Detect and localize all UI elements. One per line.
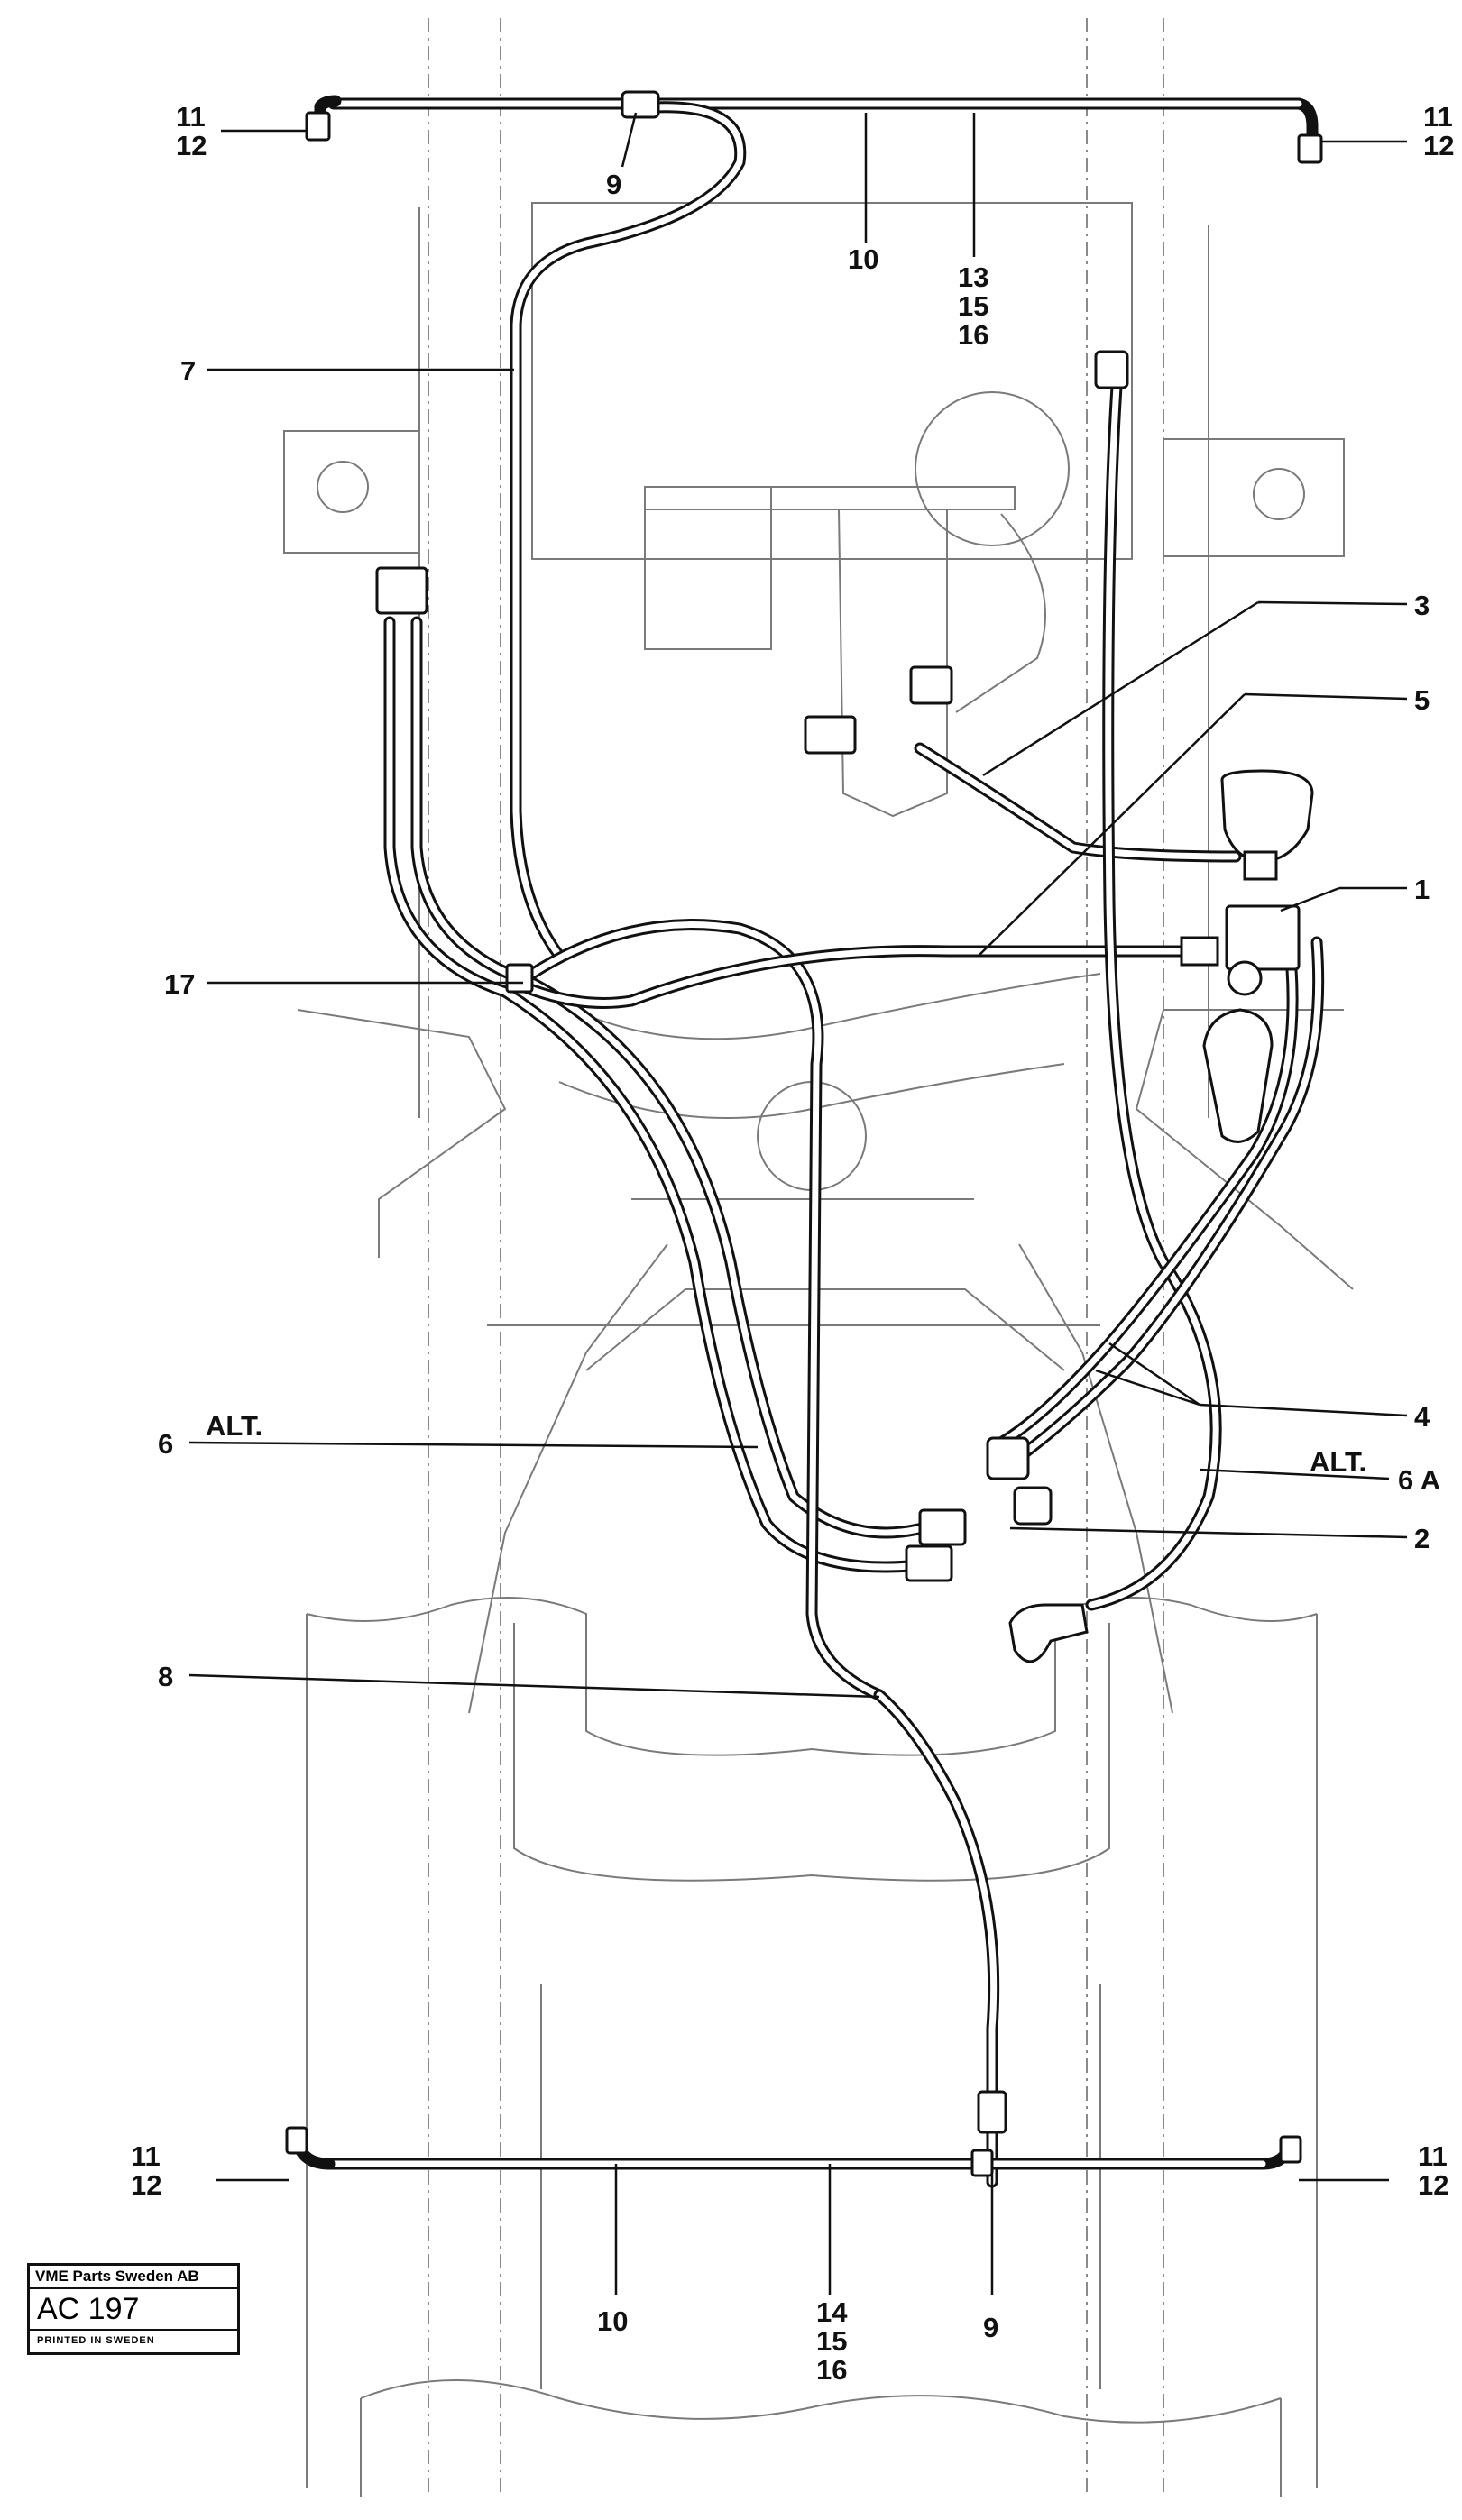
label-12-bottom-left: 12 [131,2169,161,2201]
label-14-bottom: 14 [816,2296,848,2328]
stamp-printed: PRINTED IN SWEDEN [37,2335,155,2346]
label-16-bottom: 16 [816,2354,847,2386]
label-6a: 6 A [1398,1464,1440,1496]
label-12-top-right: 12 [1423,130,1454,161]
label-4: 4 [1414,1401,1430,1433]
leader-lines [188,112,1408,2295]
label-1: 1 [1414,874,1430,905]
label-2: 2 [1414,1523,1430,1554]
label-13-top: 13 [958,261,988,293]
label-3: 3 [1414,590,1430,621]
label-5: 5 [1414,684,1430,716]
frame-outline [283,18,1354,2497]
label-11-top-right: 11 [1423,101,1453,133]
hoses [291,95,1325,2188]
label-15-top: 15 [958,290,988,322]
fittings [285,90,1323,2177]
stamp-code: AC 197 [30,2289,237,2331]
label-12-bottom-right: 12 [1418,2169,1448,2201]
label-11-top-left: 11 [176,101,206,133]
label-16-top: 16 [958,319,988,351]
callout-labels: 11 12 9 10 13 15 16 11 12 7 3 5 1 17 4 A… [131,101,1454,2386]
label-11-bottom-right: 11 [1418,2140,1448,2172]
label-17: 17 [164,968,195,1000]
label-alt-right: ALT. [1310,1446,1366,1478]
label-8: 8 [158,1661,173,1692]
label-10-top: 10 [848,243,878,275]
parts-stamp: VME Parts Sweden AB AC 197 PRINTED IN SW… [27,2263,240,2355]
stamp-company: VME Parts Sweden AB [30,2266,237,2289]
label-7: 7 [180,355,196,387]
label-10-bottom: 10 [597,2305,628,2337]
label-15-bottom: 15 [816,2325,847,2357]
label-11-bottom-left: 11 [131,2140,161,2172]
label-6: 6 [158,1428,173,1460]
label-12-top-left: 12 [176,130,207,161]
label-alt-left: ALT. [206,1410,262,1442]
label-9-top: 9 [606,169,621,200]
label-9-bottom: 9 [983,2312,998,2343]
